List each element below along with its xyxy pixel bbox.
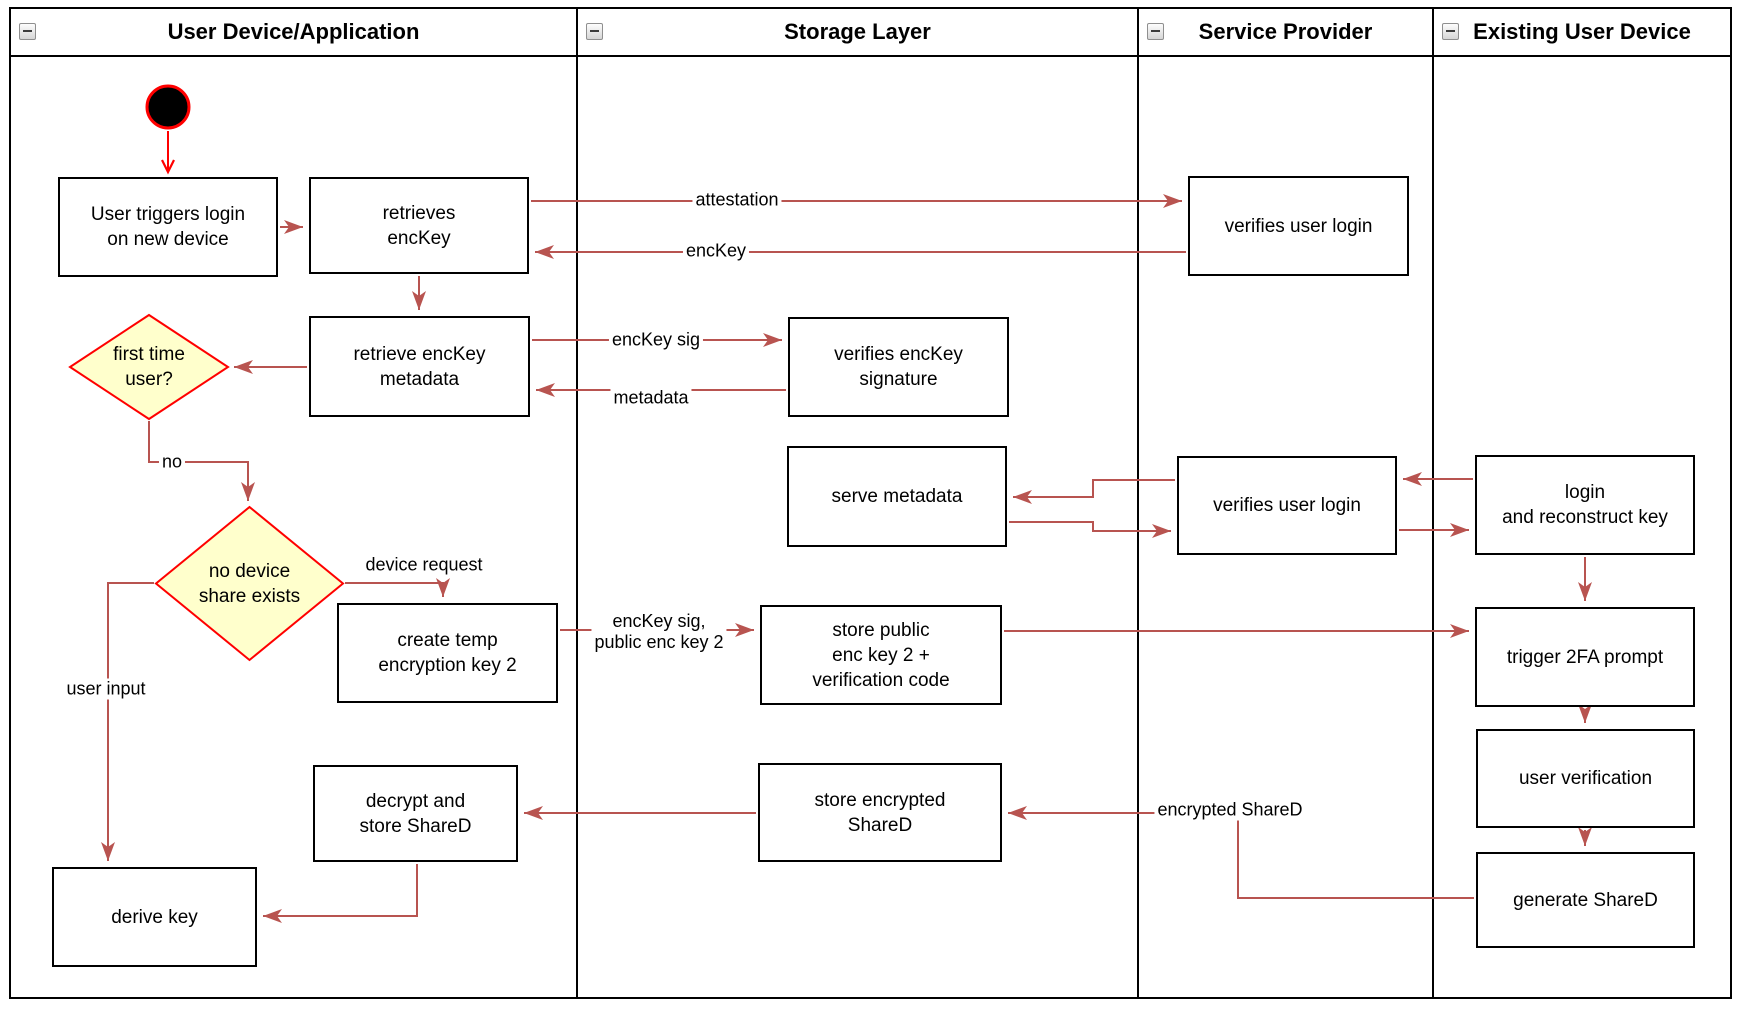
user-verification: user verification: [1476, 729, 1695, 828]
lane-title: Service Provider: [1198, 19, 1373, 44]
lane-header-user-device-application: User Device/Application: [10, 8, 577, 56]
flow-label-attestation: attestation: [692, 189, 782, 211]
lane-title: User Device/Application: [167, 19, 420, 44]
lane-title: Storage Layer: [784, 19, 931, 44]
flow-label-encrypted-shared: encrypted ShareD: [1154, 799, 1306, 821]
flow-device-request: [345, 578, 450, 597]
lane-header-storage-layer: Storage Layer: [577, 8, 1138, 56]
lane-header-existing-user-device: Existing User Device: [1433, 8, 1731, 56]
collapse-lane-icon[interactable]: [19, 23, 36, 40]
lane-title: Existing User Device: [1473, 19, 1691, 44]
start-node: [145, 84, 191, 130]
flow-label-enckey-sig: encKey sig: [608, 329, 704, 351]
collapse-lane-icon[interactable]: [1442, 23, 1459, 40]
flow-verify-login-to-serve-metadata: [1013, 479, 1175, 504]
no-device-share-decision-shape: [154, 505, 345, 662]
flow-decrypt-to-derive-key: [263, 864, 418, 923]
flow-label-device-request: device request: [362, 554, 486, 576]
flow-label-no-branch: no: [158, 451, 186, 473]
trigger-2fa-prompt: trigger 2FA prompt: [1475, 607, 1695, 707]
lane-header-service-provider: Service Provider: [1138, 8, 1433, 56]
verifies-user-login-2: verifies user login: [1177, 456, 1397, 555]
flow-label-user-input: user input: [63, 678, 149, 700]
flow-user-input: [101, 582, 154, 861]
collapse-lane-icon[interactable]: [586, 23, 603, 40]
collapse-lane-icon[interactable]: [1147, 23, 1164, 40]
flow-encrypted-shared: [1008, 806, 1474, 899]
flow-label-enckey-return: encKey: [682, 240, 750, 262]
generate-shared: generate ShareD: [1476, 852, 1695, 948]
flow-label-enckey-sig-public-enc-key-2: encKey sig,public enc key 2: [591, 611, 727, 653]
derive-key: derive key: [52, 867, 257, 967]
flow-serve-metadata-to-verify-login: [1009, 521, 1171, 538]
flow-no-branch: [148, 421, 255, 501]
first-time-user-decision-shape: [68, 313, 230, 421]
serve-metadata: serve metadata: [787, 446, 1007, 547]
flow-label-metadata-return: metadata: [610, 387, 692, 409]
verifies-user-login-1: verifies user login: [1188, 176, 1409, 276]
